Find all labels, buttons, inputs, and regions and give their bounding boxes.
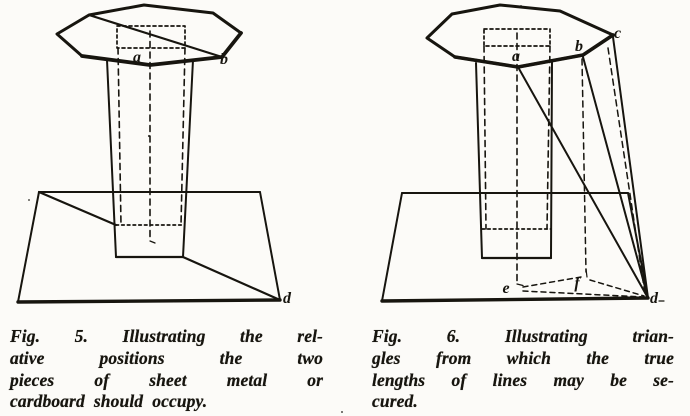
- line-a-to-d: [517, 66, 649, 299]
- point-label-d: d: [283, 290, 292, 307]
- scan-speck: [147, 134, 151, 138]
- base-bottom-edge: [380, 296, 650, 303]
- hidden-edge-right: [180, 47, 186, 226]
- base-left-edge: [17, 191, 40, 303]
- point-label-e: e: [502, 280, 509, 297]
- hidden-edge-left: [483, 45, 487, 230]
- f-tick: [585, 268, 588, 278]
- column-left-edge: [475, 62, 483, 259]
- column-right-edge: [550, 60, 553, 259]
- line-b-to-d: [582, 56, 649, 299]
- column-plan-rect: [116, 25, 186, 49]
- dashed-line-e-to-d: [522, 290, 645, 298]
- hidden-edge-left: [117, 47, 122, 226]
- axis-foot-tick: [149, 240, 156, 244]
- figure-5-drawing: a b d: [16, 3, 292, 307]
- dashed-line-b-to-f: [581, 58, 587, 273]
- column-plan-rect: [483, 28, 551, 47]
- column-left-edge: [106, 59, 117, 258]
- point-label-d: d: [650, 290, 659, 307]
- scan-speck: [341, 411, 343, 413]
- point-label-f: f: [574, 275, 581, 292]
- point-label-a: a: [133, 49, 141, 66]
- scan-speck: [520, 5, 522, 7]
- hidden-edge-right: [546, 45, 551, 230]
- point-label-b: b: [220, 51, 228, 68]
- point-label-b: b: [575, 38, 583, 55]
- point-label-a: a: [512, 48, 520, 65]
- base-bottom-edge: [16, 298, 282, 304]
- octagon-front-rim: [453, 33, 615, 69]
- dashed-line-e-to-f: [522, 276, 582, 288]
- base-right-edge: [259, 191, 281, 301]
- point-label-c: c: [614, 25, 621, 42]
- caption-line: cured.: [372, 391, 418, 412]
- octagon-front-rim: [80, 31, 243, 67]
- e-corner-tick: [516, 283, 524, 287]
- line-c-to-d: [612, 36, 649, 299]
- figure-6-drawing: a b c d e f: [380, 3, 665, 307]
- dashed-line-c-to-d: [607, 47, 646, 295]
- dashed-line-f-to-d: [589, 279, 645, 297]
- base-diagonal-to-d: [181, 255, 282, 302]
- base-diagonal-left: [37, 190, 118, 227]
- scan-speck: [28, 199, 30, 201]
- top-diagonal-line: [87, 13, 224, 59]
- column-right-edge: [182, 59, 194, 258]
- base-left-edge: [381, 192, 403, 302]
